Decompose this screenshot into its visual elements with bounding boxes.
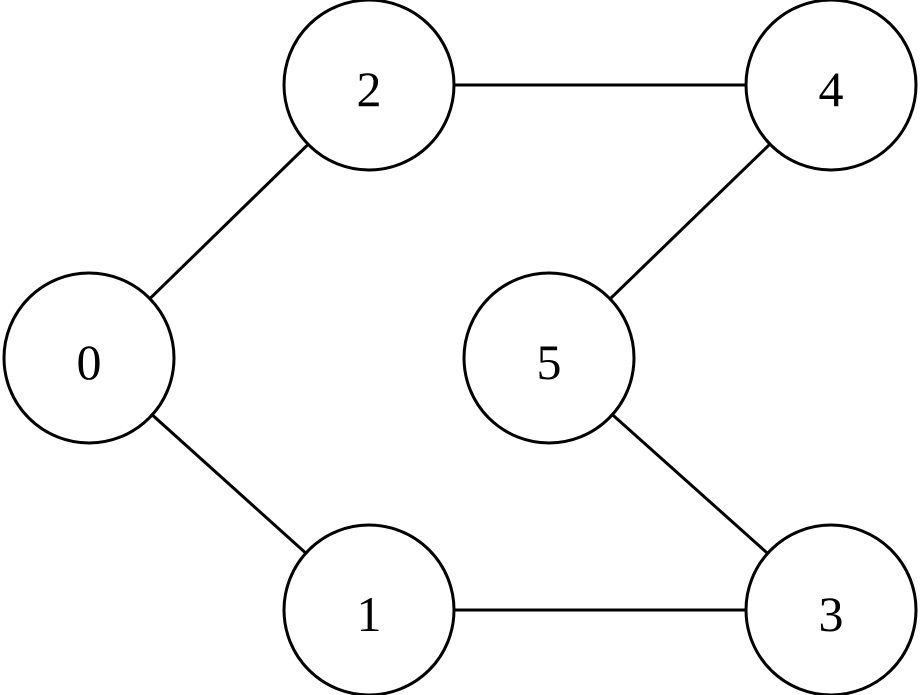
node-circle xyxy=(282,0,456,172)
node-label: 3 xyxy=(819,586,844,642)
node-label: 2 xyxy=(357,61,382,117)
node-2: 2 xyxy=(282,0,456,172)
edges-layer xyxy=(87,83,833,612)
node-label: 0 xyxy=(77,334,102,390)
node-5: 5 xyxy=(462,271,636,445)
node-circle xyxy=(744,0,918,172)
node-label: 5 xyxy=(537,334,562,390)
node-label: 4 xyxy=(819,61,844,117)
node-4: 4 xyxy=(744,0,918,172)
node-circle xyxy=(2,271,176,445)
node-0: 0 xyxy=(2,271,176,445)
node-1: 1 xyxy=(282,523,456,695)
node-circle xyxy=(282,523,456,695)
node-label: 1 xyxy=(357,586,382,642)
node-3: 3 xyxy=(744,523,918,695)
node-circle xyxy=(744,523,918,695)
node-circle xyxy=(462,271,636,445)
